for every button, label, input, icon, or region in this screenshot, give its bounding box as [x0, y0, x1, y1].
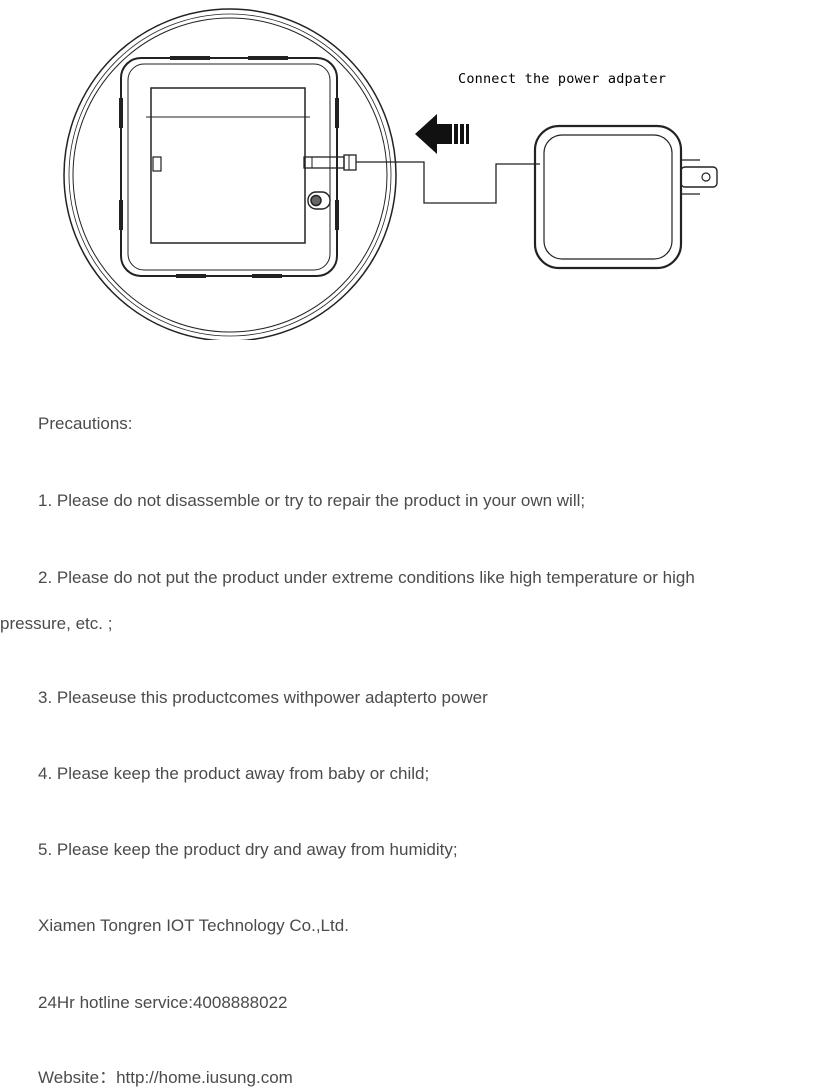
arrow-left-icon: [415, 114, 469, 154]
device-inner-ring: [72, 17, 388, 333]
device-switch: [307, 191, 331, 210]
precautions-heading: Precautions:: [38, 414, 133, 433]
precaution-item-1: 1. Please do not disassemble or try to r…: [38, 491, 586, 510]
website-link[interactable]: Website：http://home.iusung.com: [38, 1068, 293, 1087]
diagram-illustration: [63, 8, 718, 342]
precaution-item-2-continued: pressure, etc. ;: [0, 614, 113, 633]
cable: [356, 161, 540, 204]
precaution-item-5: 5. Please keep the product dry and away …: [38, 840, 458, 859]
hotline: 24Hr hotline service:4008888022: [38, 993, 288, 1012]
connection-diagram: Connect the power adpater: [0, 0, 822, 342]
precaution-item-2: 2. Please do not put the product under e…: [38, 568, 695, 587]
precaution-item-3: 3. Pleaseuse this productcomes withpower…: [38, 688, 488, 707]
device-body: [120, 57, 338, 277]
adapter-prong-top: [680, 166, 718, 188]
company-name: Xiamen Tongren IOT Technology Co.,Ltd.: [38, 916, 349, 935]
precaution-item-4: 4. Please keep the product away from bab…: [38, 764, 430, 783]
device-indicator: [152, 156, 162, 172]
power-adapter: [533, 124, 683, 270]
diagram-caption: Connect the power adpater: [458, 71, 667, 87]
device-screen: [150, 87, 306, 244]
